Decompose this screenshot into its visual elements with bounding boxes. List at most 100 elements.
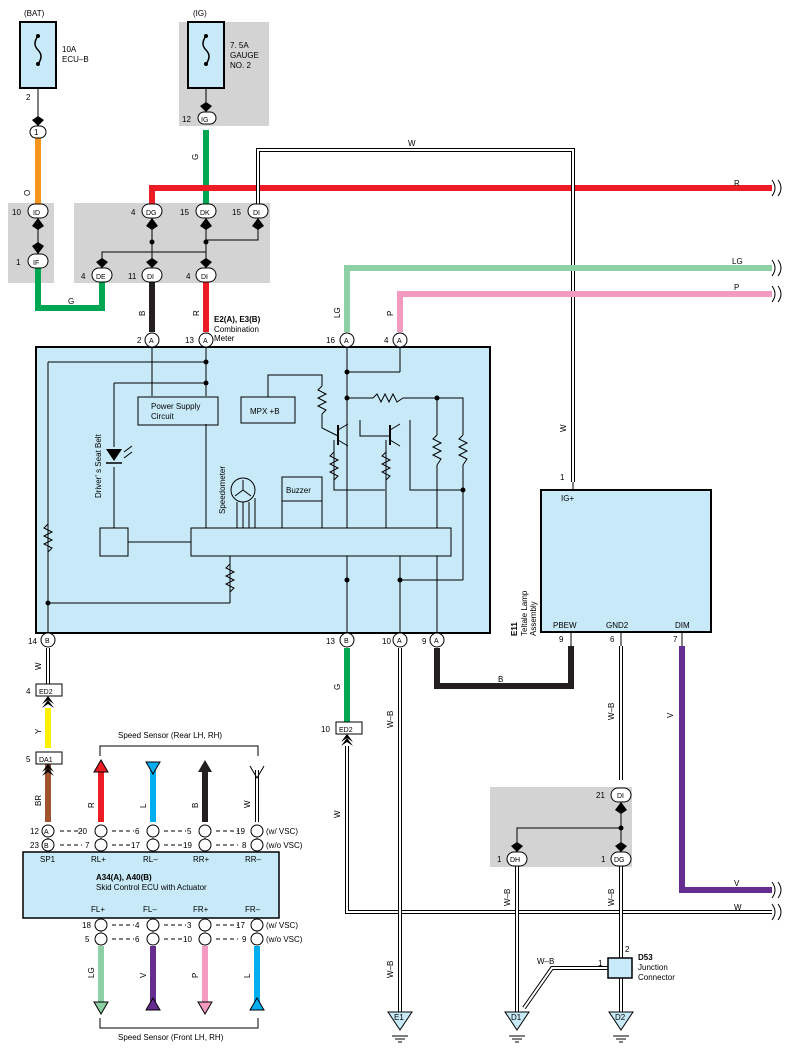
wire-g-bottom: G <box>333 684 342 690</box>
ecu-pin-7: 7 <box>85 841 90 850</box>
wire-lg-sensor: LG <box>87 967 96 978</box>
label-bat: (BAT) <box>24 9 45 18</box>
wire-break-marks <box>771 179 782 921</box>
wire-g1: G <box>68 297 74 306</box>
fuse2-name1: GAUGE <box>230 51 259 60</box>
teltale-lamp-assembly <box>540 489 712 633</box>
pin-4c: 4 <box>186 272 191 281</box>
fuse1-name: ECU–B <box>62 55 89 64</box>
ecu-note-vsc4: (w/o VSC) <box>266 935 303 944</box>
pin-meter-b2: B <box>344 638 349 645</box>
pin-dg2: DG <box>614 857 625 864</box>
pin-10: 10 <box>12 208 21 217</box>
resistor-symbols <box>42 385 469 593</box>
pin-12: 12 <box>182 115 191 124</box>
wire-p-right: P <box>734 283 739 292</box>
pin-meter-a5: A <box>397 638 402 645</box>
wire-w-right: W <box>734 903 742 912</box>
pin-meter-b1: B <box>45 638 50 645</box>
connector-chevrons <box>32 102 627 852</box>
ecu-sp1: SP1 <box>40 855 56 864</box>
meter-name2: Meter <box>214 334 235 343</box>
ecu-pin-10: 10 <box>183 935 192 944</box>
pin-di-bottom: DI <box>617 793 624 800</box>
wire-r: R <box>192 310 201 316</box>
da1-label: DA1 <box>39 757 53 764</box>
wire-wb-1: W–B <box>386 711 395 728</box>
pin-dk: DK <box>200 210 210 217</box>
wire-br: BR <box>34 795 43 806</box>
wire-b-sensor: B <box>191 803 200 808</box>
pin-da1-5: 5 <box>26 755 31 764</box>
wire-wb-3: W–B <box>607 703 616 720</box>
ecu-pin-8: 8 <box>242 841 247 850</box>
wire-p: P <box>386 311 395 316</box>
wire-lg: LG <box>333 307 342 318</box>
front-sensor-title: Speed Sensor (Front LH, RH) <box>118 1033 224 1042</box>
pin-meter-a3: A <box>344 338 349 345</box>
lamp-name1: Teltale Lamp <box>520 590 529 636</box>
ecu-note-vsc1: (w/ VSC) <box>266 827 298 836</box>
speedometer-label: Speedometer <box>218 466 227 514</box>
ecu-pin-17: 17 <box>236 921 245 930</box>
speed-sensor-arrows <box>93 745 265 1029</box>
ecu-fl-minus: FL– <box>143 905 157 914</box>
ecu-rl-plus: RL+ <box>91 855 106 864</box>
wires <box>35 130 772 1012</box>
ig-plus-label: IG+ <box>561 494 574 503</box>
pin-dashes <box>60 830 238 940</box>
pin-meter-14: 14 <box>28 637 37 646</box>
wire-b-bottom: B <box>498 675 503 684</box>
pin-dim-7: 7 <box>673 635 678 644</box>
dim-label: DIM <box>675 621 690 630</box>
ecu-pin-4: 4 <box>135 921 140 930</box>
d53-name1: Junction <box>638 963 668 972</box>
ecu-id: A34(A), A40(B) <box>96 873 152 882</box>
power-supply-label2: Circuit <box>151 412 174 421</box>
ground-d1: D1 <box>511 1013 522 1022</box>
pin-15b: 15 <box>232 208 241 217</box>
lamp-id: E11 <box>510 622 519 636</box>
pin-ig: IG <box>201 117 208 124</box>
d53-name2: Connector <box>638 973 675 982</box>
pin-de: DE <box>96 274 106 281</box>
ecu-pin-17: 17 <box>131 841 140 850</box>
pin-meter-2: 2 <box>137 336 142 345</box>
ecu-pin-19: 19 <box>236 827 245 836</box>
wire-lg-right: LG <box>732 257 743 266</box>
pin-di: DI <box>253 210 260 217</box>
pin-meter-16: 16 <box>326 336 335 345</box>
pin-ed2-4: 4 <box>26 687 31 696</box>
ecu-pin-letter-a: A <box>44 829 49 836</box>
ecu-rl-minus: RL– <box>143 855 158 864</box>
skid-control-ecu <box>22 851 280 919</box>
wire-w-sensor: W <box>243 800 252 808</box>
pin-15: 15 <box>180 208 189 217</box>
ecu-pin-23: 23 <box>30 841 39 850</box>
wire-w-vert: W <box>559 424 568 432</box>
d53-id: D53 <box>638 953 653 962</box>
wire-p-sensor: P <box>191 973 200 978</box>
wire-b: B <box>138 311 147 316</box>
pin-4b: 4 <box>81 272 86 281</box>
rear-sensor-title: Speed Sensor (Rear LH, RH) <box>118 731 222 740</box>
pin-4: 4 <box>131 208 136 217</box>
wire-o: O <box>23 190 32 196</box>
fuse-gauge <box>187 21 225 89</box>
pin-d53-1: 1 <box>598 959 603 968</box>
pin-dh-1: 1 <box>497 855 502 864</box>
wire-l-sensor2: L <box>243 973 252 978</box>
ecu-pin-5: 5 <box>187 827 192 836</box>
pin-markers <box>27 111 632 946</box>
pin-pbew-9: 9 <box>559 635 564 644</box>
wire-v: V <box>666 712 675 718</box>
ecu-fr-minus: FR– <box>245 905 261 914</box>
pin-dh: DH <box>510 857 520 864</box>
pin-dg-1: 1 <box>601 855 606 864</box>
meter-internals <box>47 347 464 633</box>
seat-belt-label: Driver' s Seat Belt <box>94 433 103 498</box>
wire-wb-4: W–B <box>607 889 616 906</box>
pin-ig-1: 1 <box>560 473 565 482</box>
